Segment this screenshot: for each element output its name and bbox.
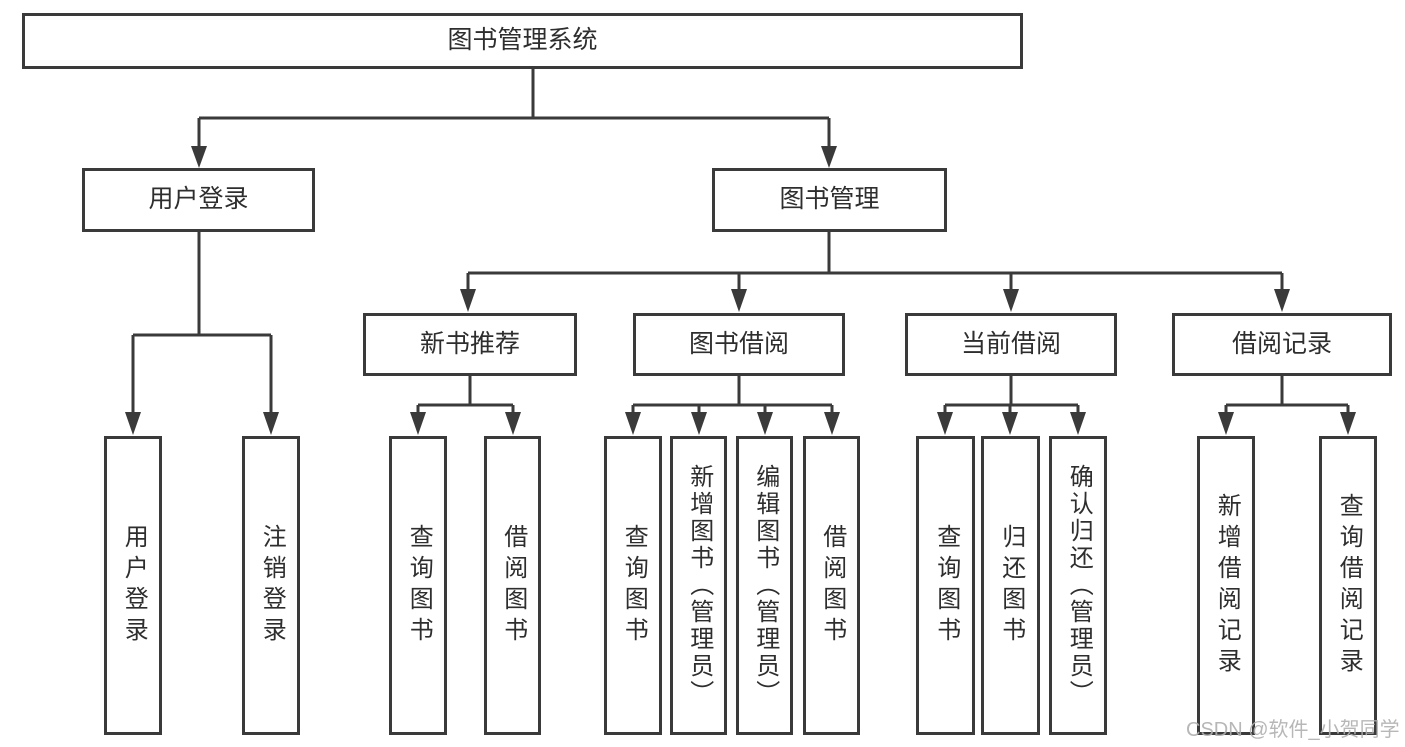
arrowhead-icon — [1340, 412, 1356, 435]
arrowhead-icon — [731, 289, 747, 312]
arrowhead-icon — [937, 412, 953, 435]
arrowhead-icon — [824, 412, 840, 435]
arrowhead-icon — [1002, 412, 1018, 435]
arrowhead-icon — [125, 412, 141, 435]
arrowhead-icon — [1218, 412, 1234, 435]
arrowhead-icon — [1274, 289, 1290, 312]
node-leaf-edit-books-admin: 编辑图书（管理员） — [736, 436, 793, 735]
arrowhead-icon — [410, 412, 426, 435]
arrowhead-icon — [460, 289, 476, 312]
connector-book-mgmt-to-level3 — [460, 232, 1290, 312]
arrowhead-icon — [691, 412, 707, 435]
arrowhead-icon — [757, 412, 773, 435]
csdn-watermark: CSDN @软件_小贺同学 — [1186, 719, 1400, 741]
node-leaf-query-books: 查询图书 — [916, 436, 975, 735]
node-leaf-borrow-books: 借阅图书 — [803, 436, 860, 735]
node-leaf-query-books: 查询图书 — [604, 436, 662, 735]
arrowhead-icon — [821, 146, 837, 168]
arrowhead-icon — [625, 412, 641, 435]
node-new-book-recommendation: 新书推荐 — [363, 313, 577, 376]
node-leaf-borrow-books: 借阅图书 — [484, 436, 541, 735]
node-leaf-add-books-admin: 新增图书（管理员） — [670, 436, 727, 735]
arrowhead-icon — [1003, 289, 1019, 312]
node-leaf-query-borrow-record: 查询借阅记录 — [1319, 436, 1377, 735]
node-library-management-system: 图书管理系统 — [22, 13, 1023, 69]
connector-borrow-to-leaves — [625, 376, 840, 435]
node-leaf-return-books: 归还图书 — [981, 436, 1040, 735]
connector-user-login-to-leaves — [125, 232, 279, 435]
connector-current-to-leaves — [937, 376, 1086, 435]
connector-new-books-to-leaves — [410, 376, 521, 435]
node-current-borrowing: 当前借阅 — [905, 313, 1117, 376]
node-book-management: 图书管理 — [712, 168, 947, 232]
node-leaf-user-login: 用户登录 — [104, 436, 162, 735]
node-book-borrowing: 图书借阅 — [633, 313, 845, 376]
arrowhead-icon — [1070, 412, 1086, 435]
arrowhead-icon — [263, 412, 279, 435]
node-user-login: 用户登录 — [82, 168, 315, 232]
connector-root-to-level2 — [191, 69, 837, 168]
node-leaf-logout: 注销登录 — [242, 436, 300, 735]
connector-records-to-leaves — [1218, 376, 1356, 435]
node-borrowing-records: 借阅记录 — [1172, 313, 1392, 376]
arrowhead-icon — [505, 412, 521, 435]
arrowhead-icon — [191, 146, 207, 168]
node-leaf-add-borrow-record: 新增借阅记录 — [1197, 436, 1255, 735]
node-leaf-query-books: 查询图书 — [389, 436, 447, 735]
node-leaf-confirm-return-admin: 确认归还（管理员） — [1049, 436, 1107, 735]
